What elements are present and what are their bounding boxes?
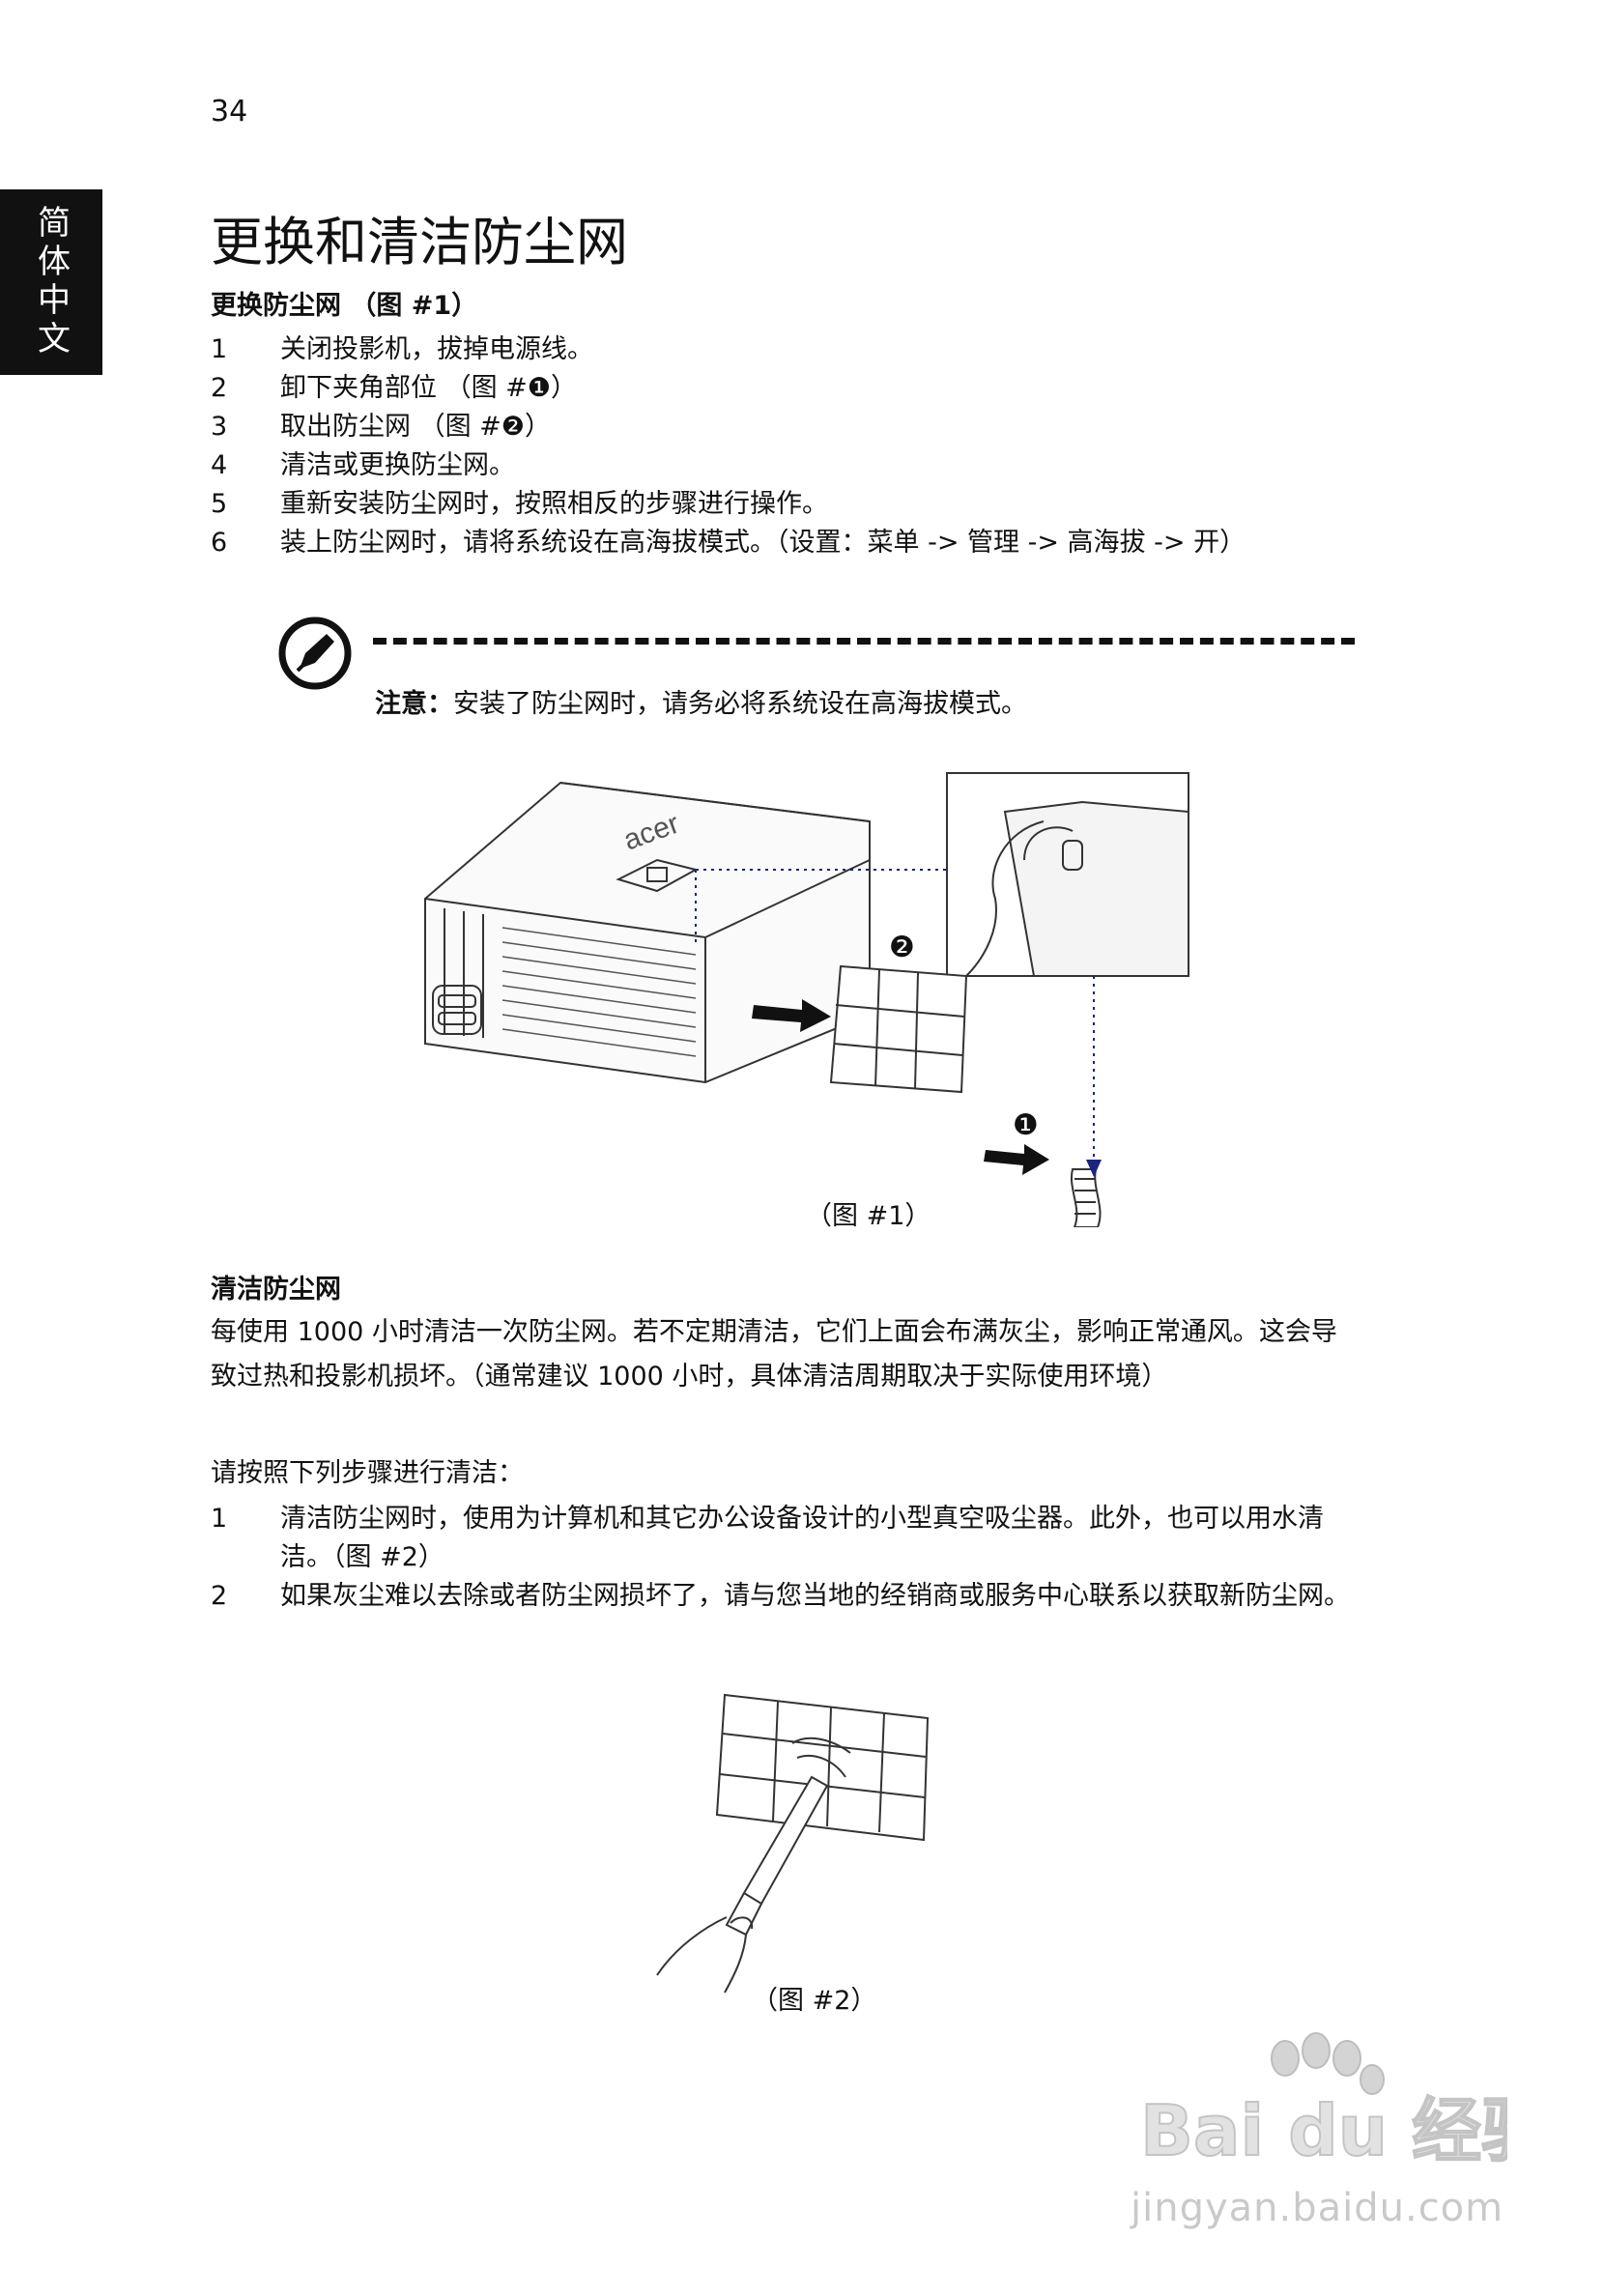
clean-interval-paragraph: 每使用 1000 小时清洁一次防尘网。若不定期清洁，它们上面会布满灰尘，影响正常… <box>211 1317 1337 1392</box>
figure-1-caption: （图 #1） <box>806 1201 931 1231</box>
figure-marker-2: ❷ <box>889 931 915 964</box>
language-tab: 简体中文 <box>0 189 102 375</box>
watermark-logo-text: Bai du 经验 <box>1140 2090 1507 2171</box>
section-heading-clean: 清洁防尘网 <box>211 1275 341 1305</box>
baidu-watermark-logo: Bai du 经验 <box>1140 2032 1507 2172</box>
note-divider <box>373 638 1355 645</box>
language-tab-label: 简体中文 <box>31 205 71 359</box>
section-heading-replace: 更换防尘网 （图 #1） <box>211 291 478 321</box>
watermark-url: jingyan.baidu.com <box>1131 2186 1504 2230</box>
clean-intro: 请按照下列步骤进行清洁： <box>211 1458 524 1488</box>
note-label: 注意： <box>375 689 453 719</box>
figure-marker-1: ❶ <box>1013 1108 1039 1142</box>
figure-2-caption: （图 #2） <box>752 1986 877 2016</box>
figure-2-vacuum-filter <box>656 1693 930 1994</box>
page-title: 更换和清洁防尘网 <box>211 212 628 273</box>
note-body: 安装了防尘网时，请务必将系统设在高海拔模式。 <box>453 689 1027 719</box>
note-text: 注意：安装了防尘网时，请务必将系统设在高海拔模式。 <box>375 682 1027 720</box>
page-number: 34 <box>211 95 248 129</box>
note-pen-icon <box>278 617 352 690</box>
figure-1-projector-filter: acer ❷ ❶ <box>424 772 1189 1227</box>
